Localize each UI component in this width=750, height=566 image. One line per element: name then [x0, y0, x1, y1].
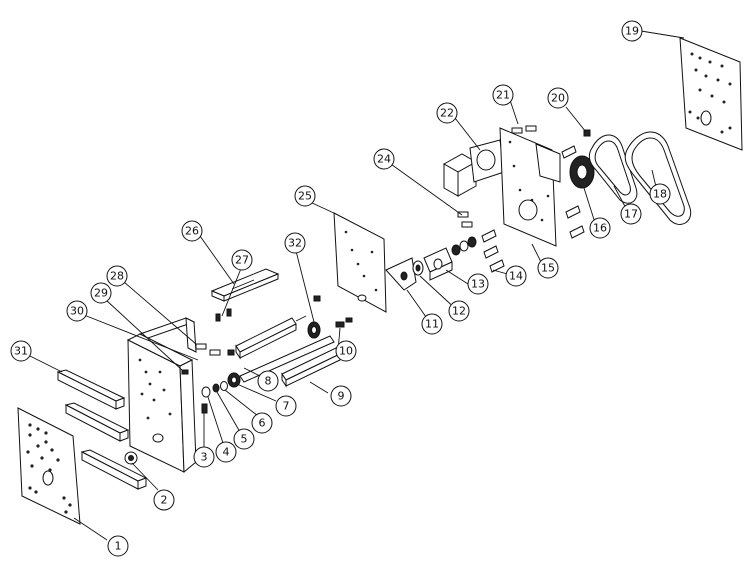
- callout-28-label: 28: [110, 270, 124, 283]
- callout-18: 18: [649, 183, 671, 205]
- part-30-fasteners: [181, 343, 235, 375]
- callout-4-label: 4: [223, 446, 230, 459]
- callout-10-label: 10: [339, 345, 353, 358]
- callout-1-label: 1: [115, 540, 122, 553]
- callout-31-label: 31: [14, 345, 28, 358]
- part-2-bushing: [124, 451, 138, 465]
- part-8-shaft: [239, 335, 335, 383]
- callout-13: 13: [467, 273, 489, 295]
- callout-6-label: 6: [259, 417, 266, 430]
- callout-22: 22: [436, 102, 458, 124]
- callout-22-label: 22: [440, 107, 454, 120]
- callout-18-label: 18: [653, 188, 667, 201]
- part-22-stepper-motor: [442, 139, 505, 197]
- callout-6: 6: [251, 412, 273, 434]
- part-4-washer: [201, 386, 211, 398]
- part-15-back-plate: [499, 127, 561, 247]
- callout-7-label: 7: [283, 400, 290, 413]
- callout-15: 15: [537, 257, 559, 279]
- callout-10: 10: [335, 340, 357, 362]
- part-29-side-frame: [126, 333, 197, 474]
- part-3-screw: [201, 403, 208, 414]
- part-15-standoffs: [561, 145, 585, 239]
- part-28-bracket: [138, 317, 197, 353]
- part-31-spacer-bar-top: [56, 369, 126, 410]
- part-20-set-screw: [583, 129, 591, 137]
- callout-14-label: 14: [509, 270, 523, 283]
- callout-9-label: 9: [338, 390, 345, 403]
- callout-3: 3: [193, 446, 215, 468]
- callout-17: 17: [620, 203, 642, 225]
- callout-12-label: 12: [452, 305, 466, 318]
- part-11-motor-bracket: [385, 257, 417, 291]
- callout-13-label: 13: [471, 278, 485, 291]
- callout-30-label: 30: [70, 305, 84, 318]
- callout-16-label: 16: [593, 222, 607, 235]
- callout-9: 9: [330, 385, 352, 407]
- callout-27-label: 27: [235, 254, 249, 267]
- callout-28: 28: [106, 265, 128, 287]
- callout-25-label: 25: [298, 190, 312, 203]
- callout-15-label: 15: [541, 262, 555, 275]
- callout-3-label: 3: [201, 451, 208, 464]
- part-24-bearing-stack: [451, 211, 477, 256]
- callout-31: 31: [10, 340, 32, 362]
- part-17-inner-belt: [588, 134, 638, 204]
- callout-21-label: 21: [496, 89, 510, 102]
- callout-19: 19: [621, 20, 643, 42]
- part-25-middle-panel: [333, 212, 387, 313]
- part-1-front-panel: [17, 407, 81, 525]
- part-27-screws: [215, 308, 232, 322]
- callout-12: 12: [448, 300, 470, 322]
- part-7-pinion-gear: [227, 372, 241, 388]
- callout-27: 27: [231, 249, 253, 271]
- part-12-coupling: [412, 260, 424, 276]
- part-8-upper-guide-rail: [235, 315, 307, 360]
- callout-20: 20: [547, 87, 569, 109]
- callout-8: 8: [257, 370, 279, 392]
- part-10-fasteners: [313, 295, 353, 328]
- part-13-housing: [423, 247, 453, 281]
- callout-5-label: 5: [241, 433, 248, 446]
- part-14-standoffs: [481, 229, 505, 273]
- part-32-drive-gear: [307, 321, 321, 339]
- part-26-top-plate: [210, 268, 280, 302]
- part-19-rear-panel: [679, 37, 743, 151]
- callout-11: 11: [421, 313, 443, 335]
- callout-30: 30: [66, 300, 88, 322]
- part-21-pins: [511, 125, 537, 134]
- callout-2: 2: [153, 489, 175, 511]
- callout-5: 5: [233, 428, 255, 450]
- callout-1: 1: [107, 535, 129, 557]
- part-5-washer: [212, 383, 220, 393]
- callout-11-label: 11: [425, 318, 439, 331]
- callout-32: 32: [284, 232, 306, 254]
- callout-2-label: 2: [161, 494, 168, 507]
- callout-29: 29: [90, 282, 112, 304]
- callout-4: 4: [215, 441, 237, 463]
- part-6-nut: [220, 381, 228, 391]
- callout-19-label: 19: [625, 25, 639, 38]
- callout-24: 24: [373, 148, 395, 170]
- callout-26: 26: [181, 220, 203, 242]
- part-18-outer-belt: [624, 131, 692, 225]
- callout-14: 14: [505, 265, 527, 287]
- callout-32-label: 32: [288, 237, 302, 250]
- part-31-spacer-bar-middle: [64, 402, 130, 442]
- callout-8-label: 8: [265, 375, 272, 388]
- callout-25: 25: [294, 185, 316, 207]
- part-16-pulley: [569, 155, 595, 189]
- callout-17-label: 17: [624, 208, 638, 221]
- callout-21: 21: [492, 84, 514, 106]
- callout-20-label: 20: [551, 92, 565, 105]
- callout-29-label: 29: [94, 287, 108, 300]
- callout-26-label: 26: [185, 225, 199, 238]
- callout-16: 16: [589, 217, 611, 239]
- callout-7: 7: [275, 395, 297, 417]
- callout-24-label: 24: [377, 153, 391, 166]
- leader-lines: [29, 30, 685, 541]
